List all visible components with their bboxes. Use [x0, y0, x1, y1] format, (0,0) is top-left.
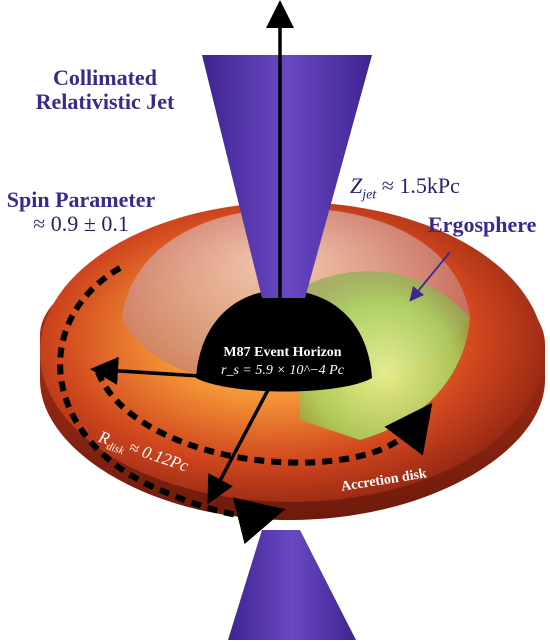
event-horizon-label: M87 Event Horizon r_s = 5.9 × 10^−4 Pc [200, 345, 365, 378]
upper-jet [202, 55, 372, 298]
zjet-subscript: jet [362, 187, 377, 203]
spin-value: ≈ 0.9 ± 0.1 [33, 210, 129, 236]
spin-parameter-label: Spin Parameter ≈ 0.9 ± 0.1 [6, 188, 156, 236]
curved-dashed-arrow-icon-inner [95, 370, 433, 466]
lower-jet [228, 530, 356, 640]
jet-length-label: Zjet ≈ 1.5kPc [350, 174, 460, 203]
jet-label: Collimated Relativistic Jet [35, 65, 175, 114]
ergosphere-label: Ergosphere [428, 212, 537, 237]
ergosphere-pointer [409, 251, 451, 302]
spin-title: Spin Parameter [6, 187, 156, 212]
event-horizon-title: M87 Event Horizon [223, 345, 342, 360]
zjet-value: ≈ 1.5kPc [376, 173, 460, 198]
arrow-down-left-icon [207, 389, 270, 505]
arrow-left-icon [90, 356, 201, 385]
event-horizon-value: r_s = 5.9 × 10^−4 Pc [221, 363, 344, 379]
event-horizon [196, 290, 372, 392]
zjet-symbol: Z [350, 173, 363, 198]
curved-dashed-arrow-icon [57, 265, 286, 545]
